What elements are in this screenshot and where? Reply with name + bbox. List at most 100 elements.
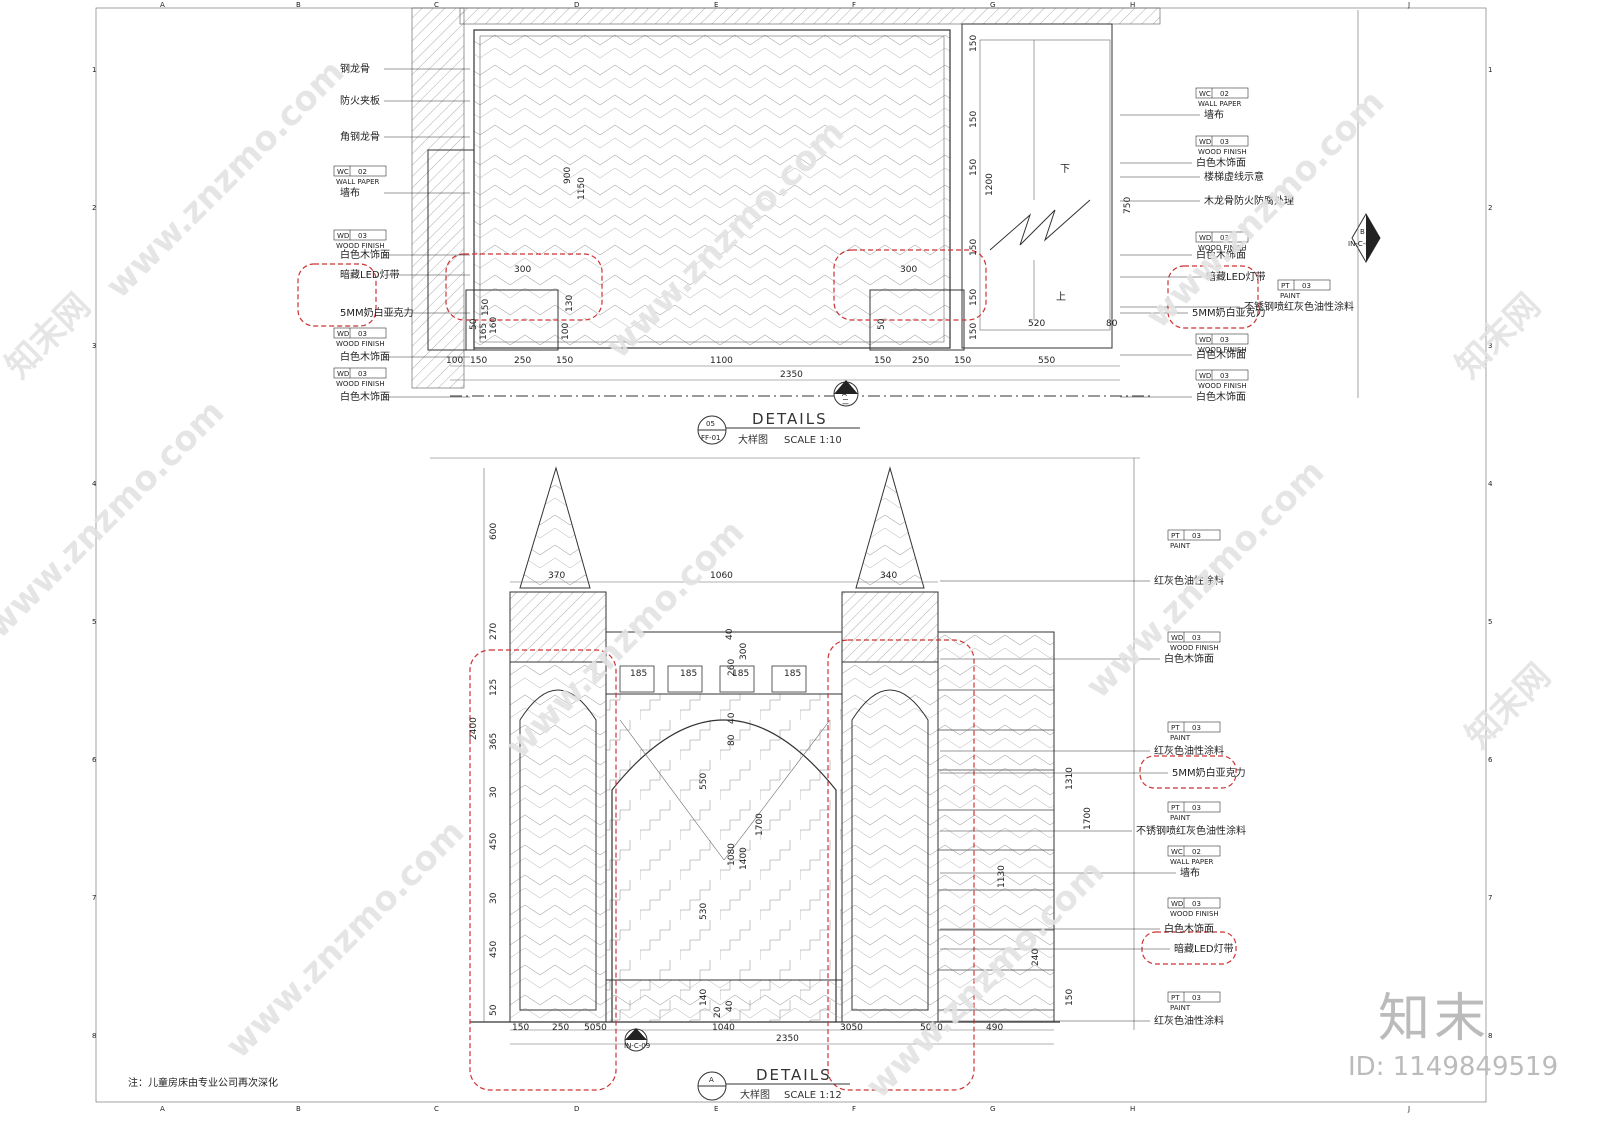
column-letter: F (852, 1105, 856, 1113)
dimension-value: 5050 (584, 1023, 607, 1033)
dimension-value: 1150 (577, 177, 587, 200)
dimension-value: 30 (489, 786, 499, 798)
dimension-value: 260 (727, 659, 737, 676)
column-letter: C (434, 1105, 439, 1113)
dimension-value: 365 (489, 733, 499, 750)
dimension-value: 80 (1106, 319, 1118, 329)
svg-text:A: A (842, 390, 847, 398)
dimension-value: 185 (732, 669, 749, 679)
svg-text:A: A (709, 1076, 714, 1084)
dimension-value: 160 (489, 317, 499, 334)
svg-text:FF-01: FF-01 (701, 434, 721, 442)
dimension-value: 1100 (710, 356, 733, 366)
leader-label-right: 白色木饰面 (1196, 156, 1246, 169)
revision-cloud-6 (827, 639, 975, 1091)
material-tag-english: WOOD FINISH (336, 242, 385, 250)
row-number: 8 (92, 1032, 96, 1040)
dimension-value: 300 (514, 265, 531, 275)
svg-text:a: a (633, 1032, 637, 1040)
material-tag-number: 02 (358, 168, 367, 176)
dimension-value: 40 (725, 628, 735, 640)
dimension-value: 150 (969, 323, 979, 340)
svg-text:DETAILS: DETAILS (756, 1066, 832, 1084)
material-tag-number: 03 (1192, 994, 1201, 1002)
center-panel (605, 693, 843, 1023)
leader-label-left: 白色木饰面 (340, 390, 390, 403)
revision-cloud-8 (1141, 931, 1237, 965)
dimension-value: 150 (512, 1023, 529, 1033)
leader-label-right: 白色木饰面 (1196, 348, 1246, 361)
material-tag-english: WOOD FINISH (336, 380, 385, 388)
leader-label-right: 暗藏LED灯带 (1206, 270, 1266, 283)
material-tag-number: 03 (1220, 234, 1229, 242)
revision-cloud-3 (297, 263, 377, 327)
dimension-value: 1700 (1083, 807, 1093, 830)
column-letter: H (1130, 1105, 1135, 1113)
column-letter: B (296, 1, 301, 9)
dimension-value: 270 (489, 623, 499, 640)
dimension-value: 140 (699, 989, 709, 1006)
dimension-value: 550 (1038, 356, 1055, 366)
dimension-value: 530 (699, 903, 709, 920)
dimension-value: 250 (514, 356, 531, 366)
material-tag-english: WOOD FINISH (1170, 644, 1219, 652)
row-number: 8 (1488, 1032, 1492, 1040)
material-tag-english: WOOD FINISH (1198, 244, 1247, 252)
window-slot (771, 665, 807, 693)
leader-label-left: 墙布 (340, 186, 360, 199)
leader-label-right: 红灰色油性涂料 (1154, 574, 1224, 587)
dimension-value: 3050 (840, 1023, 863, 1033)
row-number: 3 (92, 342, 96, 350)
column-letter: A (160, 1105, 165, 1113)
material-tag-number: 03 (358, 330, 367, 338)
column-letter: G (990, 1105, 995, 1113)
dimension-value: 165 (479, 323, 489, 340)
material-tag-number: 02 (1220, 90, 1229, 98)
svg-text:DETAILS: DETAILS (752, 410, 828, 428)
material-tag-english: WOOD FINISH (1198, 346, 1247, 354)
dimension-value: 150 (1065, 989, 1075, 1006)
tower-right (841, 661, 939, 1023)
top-dim-total: 2350 (780, 370, 803, 380)
tower-left-arch (519, 689, 597, 1011)
material-tag-english: WOOD FINISH (336, 340, 385, 348)
material-tag-english: WALL PAPER (336, 178, 380, 186)
svg-text:IN-C-09: IN-C-09 (1348, 240, 1374, 248)
dimension-value: 150 (470, 356, 487, 366)
dimension-value: 130 (565, 295, 575, 312)
dimension-value: 1130 (997, 865, 1007, 888)
column-letter: C (434, 1, 439, 9)
leader-label-right: 红灰色油性涂料 (1154, 1014, 1224, 1027)
dimension-value: 40 (725, 1000, 735, 1012)
dimension-value: 150 (969, 35, 979, 52)
svg-text:05: 05 (706, 420, 715, 428)
dimension-value: 1060 (710, 571, 733, 581)
revision-cloud-2 (833, 249, 987, 321)
material-tag-code: WD (337, 232, 349, 240)
watermark-logo: 知末 (1378, 989, 1491, 1049)
dimension-value: 50 (489, 1004, 499, 1016)
dimension-value: 2400 (469, 717, 479, 740)
row-number: 2 (1488, 204, 1492, 212)
watermark-id: ID: 1149849519 (1348, 1052, 1559, 1082)
leader-label-left: 角钢龙骨 (340, 130, 380, 143)
material-tag-code: PT (1171, 994, 1180, 1002)
top-detail-title-block: 05 FF-01 DETAILS 大样图 SCALE 1:10 (697, 410, 860, 446)
leader-label-left: 暗藏LED灯带 (340, 268, 400, 281)
material-tag-english: PAINT (1170, 1004, 1191, 1012)
material-tag-code: WD (337, 370, 349, 378)
material-tag-number: 03 (1220, 336, 1229, 344)
dimension-value: 185 (680, 669, 697, 679)
svg-text:B: B (1360, 228, 1365, 236)
